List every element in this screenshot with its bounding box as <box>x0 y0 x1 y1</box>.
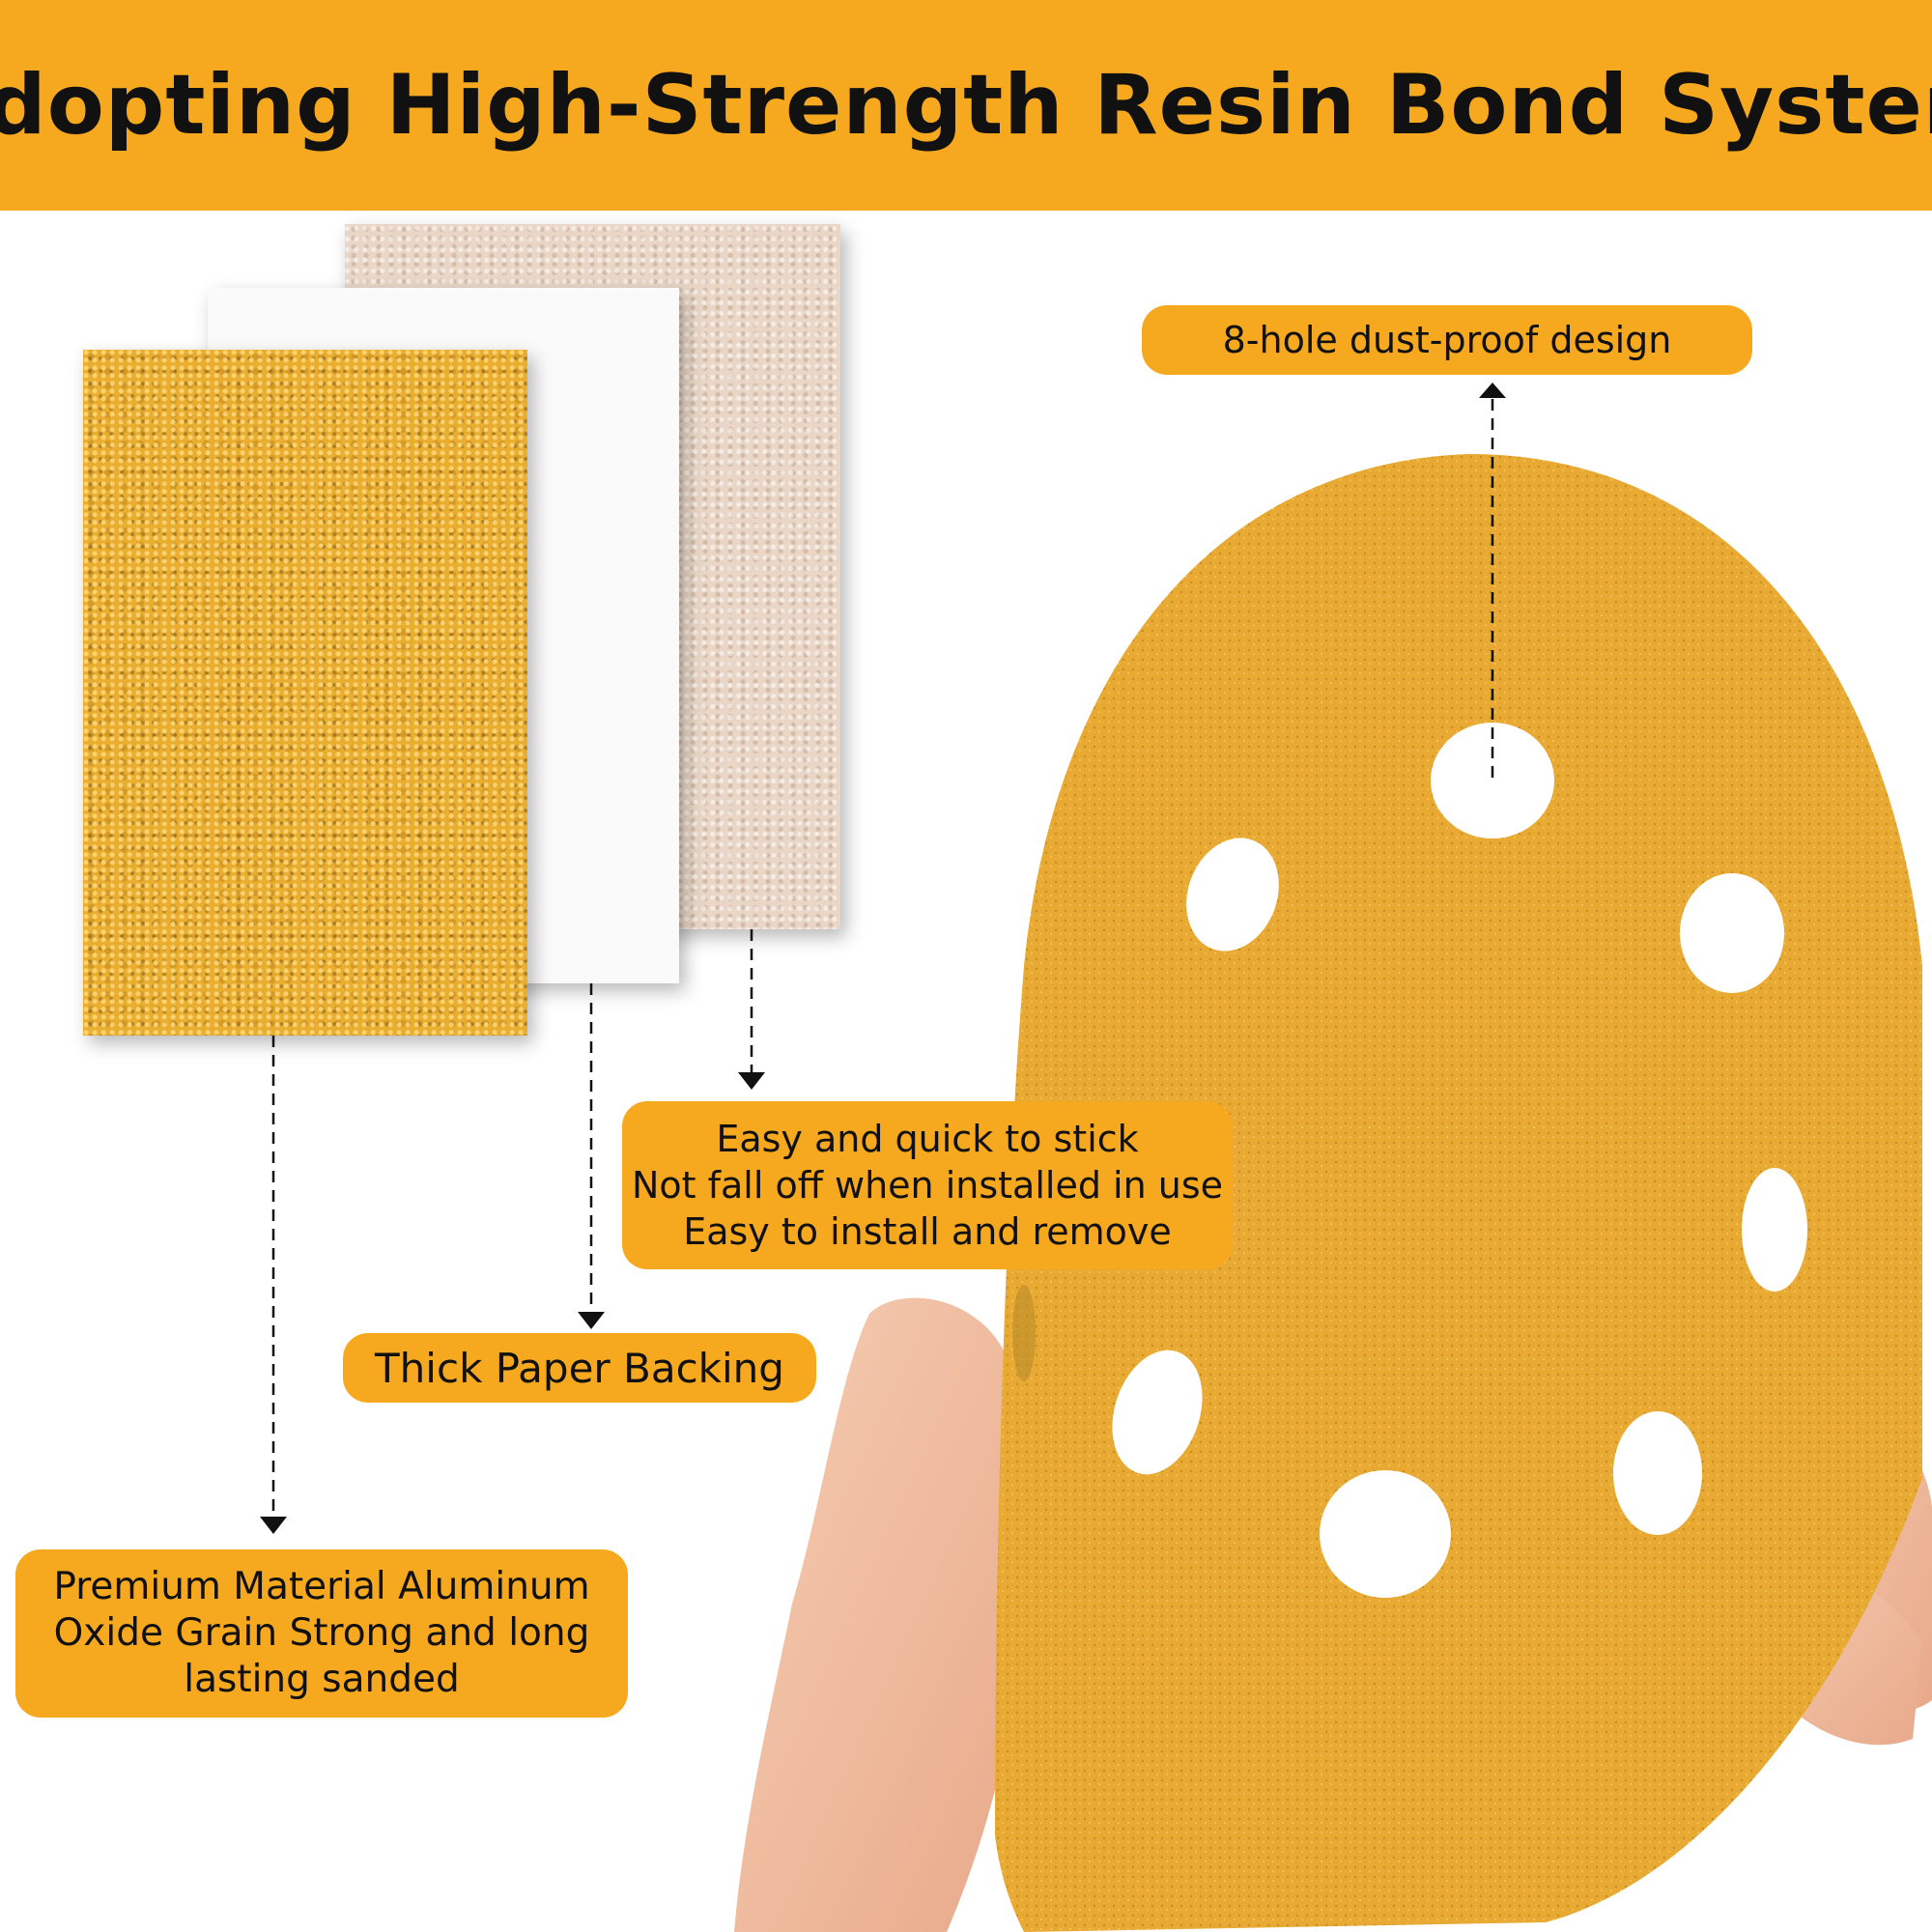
dust-hole <box>1012 1285 1036 1381</box>
dust-proof-text: 8-hole dust-proof design <box>1222 319 1672 361</box>
title-banner: Adopting High-Strength Resin Bond System <box>0 0 1932 211</box>
paper-backing-text: Thick Paper Backing <box>375 1344 784 1392</box>
dust-hole <box>1613 1411 1702 1535</box>
arrow-down-icon <box>578 1312 605 1329</box>
dust-hole <box>1680 873 1784 993</box>
stick-callout: Easy and quick to stick Not fall off whe… <box>622 1101 1233 1269</box>
stick-line-3: Easy to install and remove <box>683 1210 1172 1253</box>
premium-line-2: Oxide Grain Strong and long <box>53 1611 590 1655</box>
paper-backing-callout: Thick Paper Backing <box>343 1333 816 1403</box>
premium-material-callout: Premium Material Aluminum Oxide Grain St… <box>15 1549 628 1718</box>
premium-line-3: lasting sanded <box>184 1658 460 1701</box>
dust-hole <box>1431 723 1554 838</box>
stick-line-2: Not fall off when installed in use <box>631 1164 1224 1207</box>
dust-proof-callout: 8-hole dust-proof design <box>1142 305 1752 375</box>
premium-line-1: Premium Material Aluminum <box>53 1565 590 1608</box>
sanding-pad-image <box>995 454 1922 1932</box>
dust-hole <box>1112 1350 1203 1475</box>
arrow-down-icon <box>260 1517 287 1534</box>
abrasive-grain-layer-image <box>83 350 527 1036</box>
hand-image <box>734 1297 1026 1932</box>
stick-line-1: Easy and quick to stick <box>716 1118 1139 1160</box>
dust-hole <box>1320 1470 1451 1598</box>
arrow-up-icon <box>1479 383 1506 398</box>
arrow-down-icon <box>738 1072 765 1090</box>
dust-hole <box>1742 1168 1807 1292</box>
page-title: Adopting High-Strength Resin Bond System <box>0 57 1932 154</box>
dust-hole <box>1186 838 1279 952</box>
